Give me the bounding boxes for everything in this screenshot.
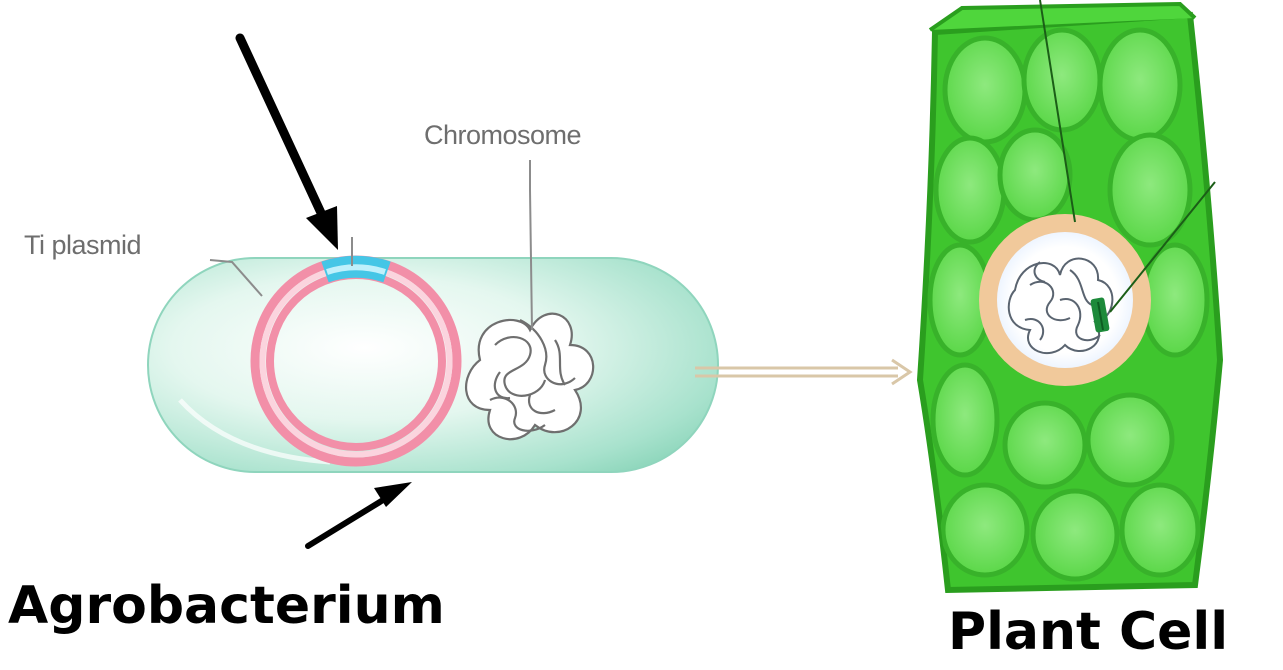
plant-cell	[920, 0, 1220, 590]
transfer-arrow	[695, 360, 910, 384]
plant-cell-label: Plant Cell	[948, 602, 1228, 662]
chromosome-label: Chromosome	[424, 120, 581, 151]
agrobacterium-pointer-arrow	[308, 482, 412, 546]
agrobacterium-label: Agrobacterium	[8, 576, 445, 636]
t-dna-pointer-arrow	[240, 38, 338, 250]
ti-plasmid-label: Ti plasmid	[24, 230, 141, 261]
